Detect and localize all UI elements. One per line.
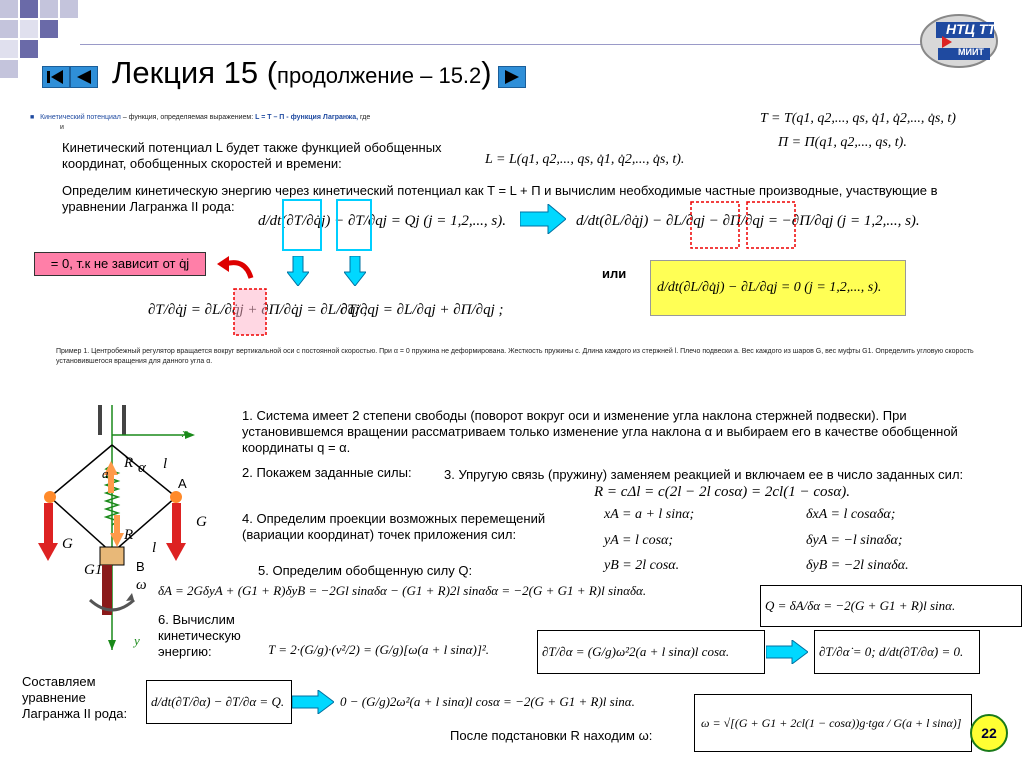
example-text: Пример 1. Центробежный регулятор вращает… [56,348,974,365]
step-6-dT2: ∂T/∂α̇ = 0; d/dt(∂T/∂α̇) = 0. [814,630,980,674]
step-5-formula: δA = 2GδyA + (G1 + R)δyB = −2Gl sinαδα −… [158,583,647,598]
curved-arrow-icon [217,256,254,279]
diagram-G-label-1: G [62,536,73,552]
diagram-R-label-2: R [124,527,134,543]
diagram-x-label: x [182,425,188,440]
step-2: 2. Покажем заданные силы: [242,465,412,480]
diagram-y-label: y [134,633,140,648]
step-6-T: T = 2·(G/g)·(v²/2) = (G/g)[ω(a + l sinα)… [268,642,490,657]
triangle-left-icon [77,70,91,84]
regulator-diagram [38,405,195,650]
header-rule [80,44,980,45]
prev-slide-button[interactable] [70,66,98,88]
next-slide-button[interactable] [498,66,526,88]
step-6: 6. Вычислим кинетическую энергию: [158,612,241,659]
down-arrow-icon-1 [287,256,309,286]
formula-P: П = П(q1, q2,..., qs, t). [778,135,907,150]
diagram-l-label-1: l [163,456,168,472]
eq-dT-dq: ∂T/∂qj = ∂L/∂qj + ∂П/∂qj ; [340,302,504,318]
diagram-R-label-1: R [124,455,134,471]
intro-paragraph: Кинетический потенциал L будет также фун… [62,140,442,171]
diagram-l-label-2: l [152,540,157,556]
page-number: 22 [970,714,1008,752]
page-title: Лекция 15 (продолжение – 15.2) [112,55,492,90]
diagram-B-label: B [136,559,145,574]
compose-equation: d/dt(∂T/∂α̇) − ∂T/∂α = Q. [146,680,292,724]
step-1: 1. Система имеет 2 степени свободы (пово… [242,408,958,455]
step-5: 5. Определим обобщенную силу Q: [258,563,473,578]
compose-label: Составляем уравнение Лагранжа II рода: [22,674,128,721]
formula-T: T = T(q1, q2,..., qs, q̇1, q̇2,..., q̇s,… [760,111,956,126]
formula-L: L = L(q1, q2,..., qs, q̇1, q̇2,..., q̇s,… [485,152,685,167]
step-4-xa: xA = a + l sinα; [604,507,695,522]
cyan-box-2 [336,199,372,251]
step-4-dya: δyA = −l sinαδα; [806,533,903,548]
eq-lagrange-final: d/dt(∂L/∂q̇j) − ∂L/∂qj = 0 (j = 1,2,...,… [650,260,906,316]
omega-result: ω = √[(G + G1 + 2cl(1 − cosα))g·tgα / G(… [694,694,972,752]
diagram-a-label: a [102,466,109,481]
triangle-right-icon [505,70,519,84]
diagram-A-label: A [178,476,187,491]
logo: НТЦ ТТ МИИТ [918,12,1000,70]
step-6-dT: ∂T/∂α = (G/g)ω²2(a + l sinα)l cosα. [537,630,765,674]
diagram-G-label-2: G [196,514,207,530]
eq-lagrange-T: d/dt(∂T/∂q̇j) − ∂T/∂qj = Qj (j = 1,2,...… [258,213,506,229]
diagram-G1-label: G1 [84,562,103,578]
lagrange-paragraph: Определим кинетическую энергию через кин… [62,183,938,214]
red-box-1 [690,201,740,249]
arrow-right-icon-3 [292,690,334,714]
result-equation: 0 − (G/g)2ω²(a + l sinα)l cosα = −2(G + … [340,694,635,709]
red-box-2 [746,201,796,249]
zero-note: = 0, т.к не зависит от q̇j [34,252,206,276]
after-substitution: После подстановки R находим ω: [450,728,653,743]
step-4-yb: yB = 2l cosα. [604,558,680,573]
diagram-omega-label: ω [136,577,147,593]
cyan-box-1 [282,199,322,251]
step-3: 3. Упругую связь (пружину) заменяем реак… [444,467,964,482]
arrow-right-icon-2 [766,640,808,664]
eq-lagrange-L: d/dt(∂L/∂q̇j) − ∂L/∂qj − ∂П/∂qj = −∂П/∂q… [576,213,920,229]
pink-box [233,288,267,336]
step-5-Q: Q = δA/δα = −2(G + G1 + R)l sinα. [760,585,1022,627]
step-4: 4. Определим проекции возможных перемеще… [242,511,546,542]
step-4-dxa: δxA = l cosαδα; [806,507,896,522]
arrow-right-icon [520,204,566,234]
skip-back-icon [47,70,63,84]
down-arrow-icon-2 [344,256,366,286]
or-label: или [602,266,627,281]
step-3-formula: R = cΔl = c(2l − 2l cosα) = 2cl(1 − cosα… [594,484,850,500]
first-slide-button[interactable] [42,66,70,88]
diagram-alpha-label: α [138,460,146,476]
intro-definition: ■ Кинетический потенциал – функция, опре… [30,114,371,131]
step-4-dyb: δyB = −2l sinαδα. [806,558,909,573]
step-4-ya: yA = l cosα; [604,533,674,548]
